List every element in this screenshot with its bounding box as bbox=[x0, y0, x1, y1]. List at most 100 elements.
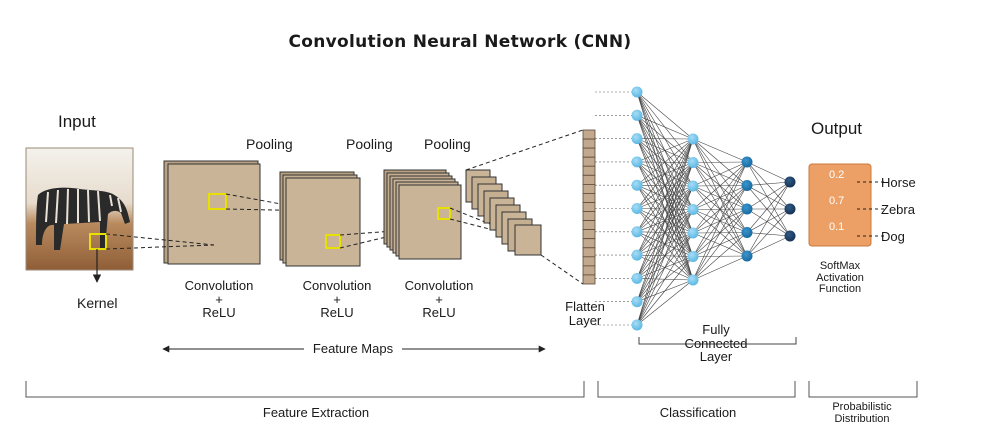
conv-relu-label-1: Convolution + ReLU bbox=[185, 279, 254, 320]
connection-line bbox=[636, 138, 694, 232]
conv-label: Convolution bbox=[404, 278, 474, 293]
prob-dog: 0.1 bbox=[829, 221, 845, 233]
connection-line bbox=[636, 138, 694, 256]
conv-relu-label-3: Convolution + ReLU bbox=[405, 279, 474, 320]
flatten-layer bbox=[582, 129, 596, 285]
input-layer-node bbox=[631, 226, 643, 238]
connection-line bbox=[692, 161, 748, 257]
output-class-lines bbox=[857, 181, 884, 237]
connection-line bbox=[692, 161, 748, 187]
relu-label: ReLU bbox=[202, 305, 236, 321]
hidden-layer-2-node bbox=[741, 180, 753, 191]
zebra-stripes bbox=[45, 188, 122, 225]
hidden-layer-1-node bbox=[687, 133, 699, 145]
conv-label: Convolution bbox=[302, 278, 372, 293]
connection-line bbox=[746, 235, 791, 257]
fc-layer-label: Fully Connected Layer bbox=[685, 323, 748, 364]
conv-relu-label-2: Convolution + ReLU bbox=[303, 279, 372, 320]
fc-label-line1: Fully bbox=[702, 322, 730, 337]
plus-label: + bbox=[435, 291, 443, 307]
connection-line bbox=[692, 161, 748, 163]
connection-line bbox=[692, 255, 748, 281]
connection-line bbox=[636, 138, 694, 209]
connection-line bbox=[636, 279, 694, 326]
softmax-output-box bbox=[808, 163, 872, 247]
flatten-label-line1: Flatten bbox=[565, 299, 605, 314]
input-label: Input bbox=[58, 112, 96, 131]
fc-label-line2: Connected bbox=[684, 335, 748, 351]
connection-line bbox=[636, 232, 694, 326]
hidden-layer-1-node bbox=[687, 251, 699, 262]
probabilistic-bracket bbox=[808, 381, 918, 398]
flatten-cell bbox=[582, 156, 596, 167]
feature-map-stack-3 bbox=[383, 169, 462, 260]
connection-line bbox=[692, 185, 748, 281]
pooled-map-stack bbox=[465, 169, 542, 256]
flatten-cell bbox=[582, 274, 596, 285]
connection-line bbox=[746, 208, 791, 237]
hidden-layer-1-node bbox=[687, 204, 699, 215]
connection-line bbox=[746, 161, 791, 183]
hidden-layer-2-node bbox=[741, 203, 753, 215]
connection-line bbox=[636, 162, 694, 326]
probabilistic-line1: Probabilistic bbox=[832, 401, 892, 413]
connection-line bbox=[746, 181, 791, 210]
input-layer-node bbox=[631, 249, 643, 261]
input-layer-node bbox=[631, 179, 643, 191]
section-feature-extraction: Feature Extraction bbox=[262, 405, 370, 420]
connection-line bbox=[746, 181, 791, 257]
flatten-cell bbox=[582, 147, 596, 158]
flatten-cell bbox=[582, 238, 596, 249]
probabilistic-line2: Distribution bbox=[834, 412, 890, 425]
connection-line bbox=[746, 208, 791, 233]
fc-label-line3: Layer bbox=[699, 349, 733, 365]
section-brackets bbox=[25, 381, 918, 398]
input-layer-node bbox=[631, 203, 643, 214]
hidden-layer-1-node bbox=[687, 180, 699, 192]
connection-line bbox=[636, 185, 694, 326]
feature-map-stack-2 bbox=[279, 171, 361, 267]
feature-maps-label: Feature Maps bbox=[312, 341, 394, 356]
connection-line bbox=[636, 115, 694, 140]
connection-line bbox=[636, 91, 694, 140]
network-nodes bbox=[631, 86, 796, 331]
connection-line bbox=[636, 138, 694, 326]
feature-extraction-bracket bbox=[25, 381, 585, 398]
flatten-cell bbox=[582, 211, 596, 222]
hidden-layer-2-node bbox=[741, 156, 753, 168]
connection-line bbox=[746, 185, 791, 237]
connection-line bbox=[692, 232, 748, 281]
class-horse: Horse bbox=[881, 175, 916, 190]
input-layer-node bbox=[631, 156, 643, 168]
connection-line bbox=[692, 161, 748, 281]
flatten-cell bbox=[582, 256, 596, 267]
connection-line bbox=[746, 161, 791, 210]
kernel-box-1 bbox=[208, 193, 227, 210]
connection-line bbox=[746, 208, 791, 257]
pooling-label-3: Pooling bbox=[424, 136, 471, 152]
connection-line bbox=[746, 232, 791, 237]
kernel-label: Kernel bbox=[77, 295, 118, 311]
connection-line bbox=[636, 138, 694, 163]
section-probabilistic: Probabilistic Distribution bbox=[832, 401, 892, 425]
connection-line bbox=[636, 138, 694, 279]
input-layer-node bbox=[631, 319, 643, 331]
input-layer-node bbox=[631, 133, 643, 145]
output-layer-node bbox=[784, 176, 796, 188]
hidden-layer-2-node bbox=[741, 250, 753, 262]
flatten-cell bbox=[582, 265, 596, 276]
hidden-layer-1-node bbox=[687, 157, 699, 168]
prob-horse: 0.2 bbox=[829, 169, 845, 181]
flatten-cell bbox=[582, 174, 596, 185]
input-layer-node bbox=[631, 109, 643, 121]
flatten-label-line2: Layer bbox=[568, 312, 602, 328]
kernel-box-2 bbox=[325, 234, 341, 249]
connection-line bbox=[692, 208, 748, 281]
flatten-cell bbox=[582, 183, 596, 194]
hidden-layer-2-node bbox=[741, 227, 753, 238]
connection-line bbox=[692, 161, 748, 210]
input-layer-node bbox=[631, 86, 643, 98]
plus-label: + bbox=[333, 291, 341, 307]
connection-line bbox=[692, 138, 748, 163]
